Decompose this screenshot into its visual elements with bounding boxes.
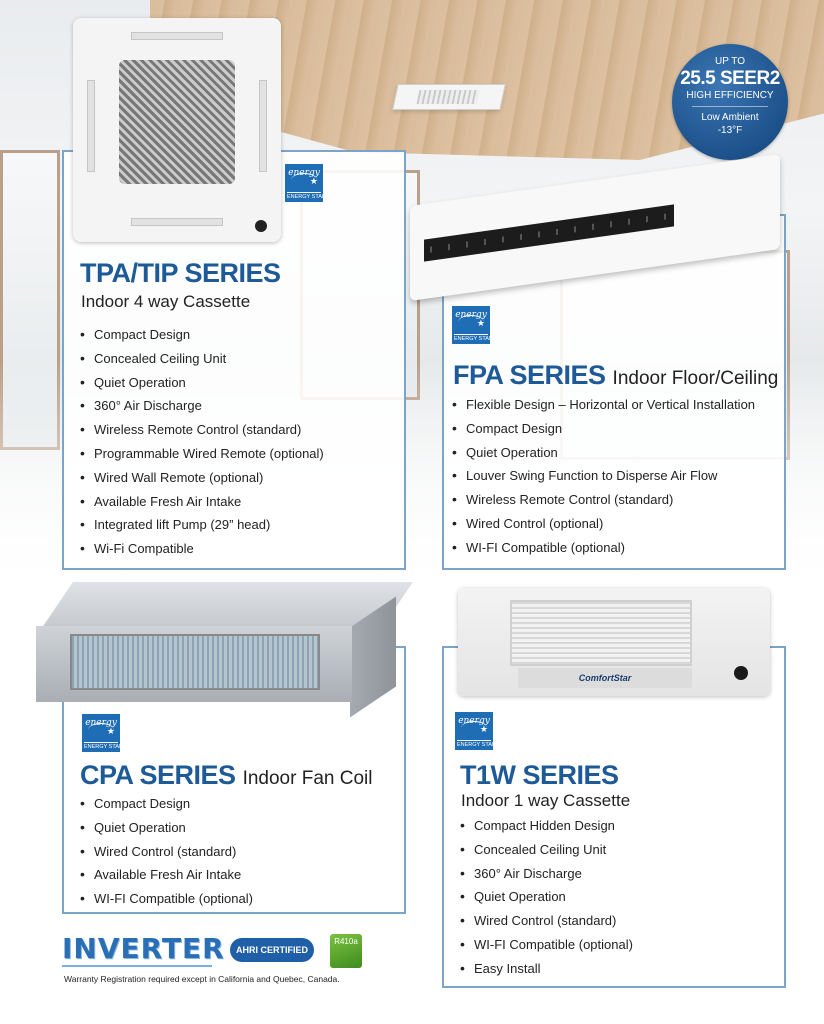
list-item: Louver Swing Function to Disperse Air Fl… <box>452 467 755 492</box>
list-item: Concealed Ceiling Unit <box>460 841 633 866</box>
list-item: Available Fresh Air Intake <box>80 866 253 891</box>
tpa-subtitle: Indoor 4 way Cassette <box>81 292 251 311</box>
list-item: Flexible Design – Horizontal or Vertical… <box>452 396 755 421</box>
energy-star-icon: energy ★ ENERGY STAR <box>455 712 496 750</box>
badge-seer-value: 25.5 SEER2 <box>680 68 780 89</box>
fpa-title: FPA SERIES Indoor Floor/Ceiling <box>453 360 778 391</box>
list-item: Quiet Operation <box>452 444 755 469</box>
cassette-vane <box>87 80 95 172</box>
energy-star-icon: energy ★ ENERGY STAR <box>82 714 123 752</box>
tpa-title: TPA/TIP SERIES <box>80 258 281 288</box>
list-item: Wired Control (standard) <box>80 843 253 868</box>
cassette-vane <box>131 32 223 40</box>
ducted-fan-coil-image <box>30 582 413 718</box>
badge-separator <box>692 106 768 107</box>
cassette-sensor <box>255 220 267 232</box>
cpa-subtitle: Indoor Fan Coil <box>242 768 373 789</box>
list-item: WI-FI Compatible (optional) <box>452 539 755 564</box>
one-way-cassette-image: ComfortStar <box>458 588 770 696</box>
one-way-sensor <box>734 666 748 680</box>
badge-line5: -13°F <box>717 125 743 136</box>
cpa-title: CPA SERIES Indoor Fan Coil <box>80 760 372 791</box>
list-item: Easy Install <box>460 960 633 985</box>
tpa-feature-list: Compact Design Concealed Ceiling Unit Qu… <box>80 326 324 565</box>
list-item: Quiet Operation <box>80 374 324 399</box>
list-item: WI-FI Compatible (optional) <box>460 936 633 961</box>
list-item: Wireless Remote Control (standard) <box>80 421 324 446</box>
list-item: Quiet Operation <box>460 888 633 913</box>
list-item: WI-FI Compatible (optional) <box>80 890 253 915</box>
cassette-grille <box>119 60 235 184</box>
list-item: Wired Control (standard) <box>460 912 633 937</box>
list-item: Wi-Fi Compatible <box>80 540 324 565</box>
list-item: Compact Hidden Design <box>460 817 633 842</box>
seer-efficiency-badge: UP TO 25.5 SEER2 HIGH EFFICIENCY Low Amb… <box>672 44 788 160</box>
inverter-logo: INVERTER <box>62 932 225 967</box>
badge-line1: UP TO <box>714 56 745 67</box>
list-item: Quiet Operation <box>80 819 253 844</box>
ahri-certified-logo: AHRI CERTIFIED <box>230 938 314 962</box>
fpa-feature-list: Flexible Design – Horizontal or Vertical… <box>452 396 755 564</box>
r410a-logo: R410a <box>330 934 362 968</box>
energy-star-icon: energy ★ ENERGY STAR <box>285 164 326 202</box>
one-way-grille <box>510 600 692 666</box>
cassette-vane <box>131 218 223 226</box>
list-item: 360° Air Discharge <box>460 865 633 890</box>
list-item: Compact Design <box>452 420 755 445</box>
list-item: Concealed Ceiling Unit <box>80 350 324 375</box>
fpa-subtitle: Indoor Floor/Ceiling <box>612 368 779 389</box>
fpa-title-text: FPA SERIES <box>453 360 606 390</box>
cpa-feature-list: Compact Design Quiet Operation Wired Con… <box>80 795 253 915</box>
warranty-note: Warranty Registration required except in… <box>64 974 340 984</box>
cassette-vane <box>259 80 267 172</box>
four-way-cassette-image <box>73 18 281 242</box>
badge-line3: HIGH EFFICIENCY <box>686 90 774 101</box>
t1w-subtitle: Indoor 1 way Cassette <box>461 791 631 810</box>
list-item: Programmable Wired Remote (optional) <box>80 445 324 470</box>
list-item: Available Fresh Air Intake <box>80 493 324 518</box>
floor-ceiling-unit-image <box>410 153 780 302</box>
list-item: 360° Air Discharge <box>80 397 324 422</box>
list-item: Wired Wall Remote (optional) <box>80 469 324 494</box>
duct-coil <box>70 634 320 690</box>
list-item: Compact Design <box>80 795 253 820</box>
badge-line4: Low Ambient <box>701 112 759 123</box>
list-item: Wired Control (optional) <box>452 515 755 540</box>
t1w-title: T1W SERIES <box>460 760 619 790</box>
list-item: Wireless Remote Control (standard) <box>452 491 755 516</box>
comfortstar-nameplate: ComfortStar <box>518 668 692 688</box>
list-item: Compact Design <box>80 326 324 351</box>
cpa-title-text: CPA SERIES <box>80 760 236 790</box>
t1w-feature-list: Compact Hidden Design Concealed Ceiling … <box>460 817 633 985</box>
energy-star-icon: energy ★ ENERGY STAR <box>452 306 493 344</box>
list-item: Integrated lift Pump (29” head) <box>80 516 324 541</box>
